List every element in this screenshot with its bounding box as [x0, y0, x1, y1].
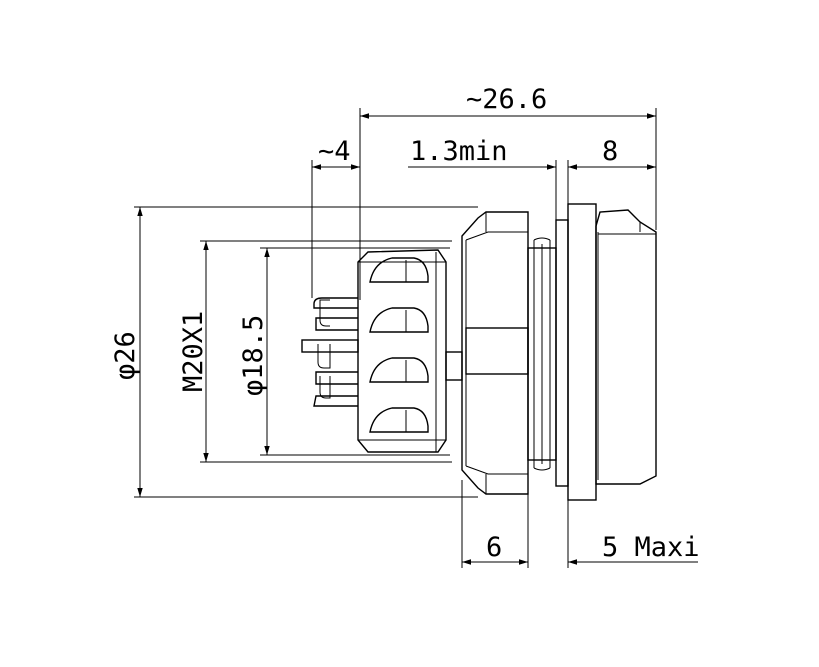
dim-pin-protrusion: ~4: [318, 136, 351, 167]
dim-body-diameter: φ18.5: [238, 315, 269, 396]
insert-fins: [369, 257, 429, 433]
dim-outer-diameter: φ26: [110, 331, 141, 380]
thread-section: [527, 237, 557, 471]
rear-insert: [357, 249, 447, 453]
hex-nut: [461, 211, 529, 495]
panel-flange: [555, 219, 569, 487]
dim-panel-thickness: 5 Maxi: [602, 532, 700, 563]
pins: [301, 290, 359, 412]
dim-overall-length: ~26.6: [466, 84, 547, 115]
dim-panel-gap: 1.3min: [410, 136, 508, 167]
dim-front-length: 8: [602, 136, 618, 167]
dimension-lines: [134, 108, 698, 568]
dim-thread: M20X1: [178, 311, 209, 392]
dim-nut-width: 6: [486, 532, 502, 563]
front-cap: [595, 209, 657, 485]
